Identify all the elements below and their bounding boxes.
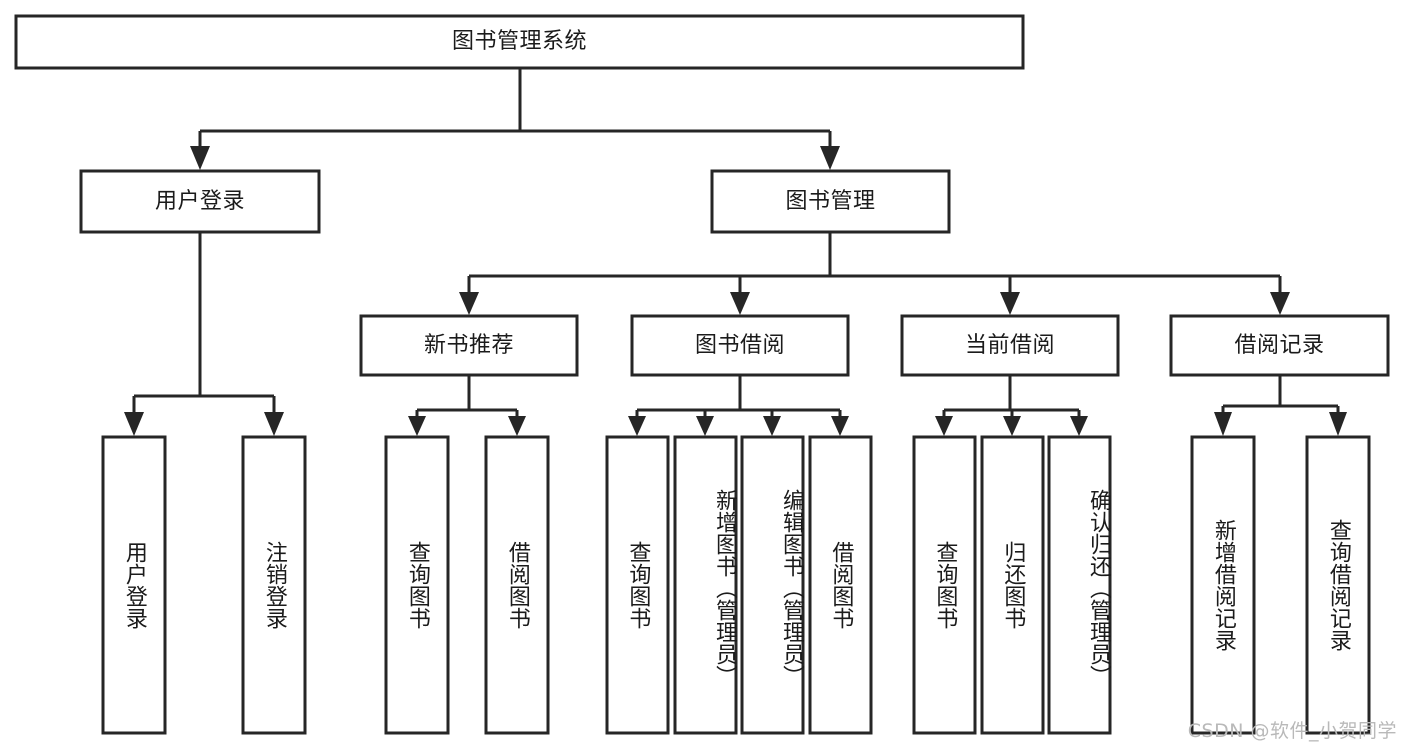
arrow-head-borrow-record <box>1270 292 1290 315</box>
node-box-leaf-borrow-book-1[interactable] <box>484 435 550 735</box>
connector-group-book-borrow <box>628 375 849 436</box>
arrow-head-leaf-user-login <box>124 412 144 436</box>
connector-group-root <box>190 68 840 170</box>
node-box-leaf-user-logout[interactable] <box>241 435 307 735</box>
arrow-head-new-book-recommend <box>459 292 479 315</box>
node-box-leaf-query-borrow-record[interactable] <box>1305 435 1371 735</box>
node-box-leaf-query-book-1[interactable] <box>384 435 450 735</box>
arrow-head-leaf-return-book <box>1003 416 1021 436</box>
arrow-head-leaf-query-book-3 <box>935 416 953 436</box>
arrow-head-user-login <box>190 146 210 170</box>
node-box-leaf-borrow-book-2[interactable] <box>808 435 873 735</box>
connector-group-current-borrow <box>935 375 1088 436</box>
node-box-leaf-add-borrow-record[interactable] <box>1190 435 1256 735</box>
node-box-borrow-record[interactable] <box>1169 314 1390 377</box>
arrow-head-leaf-add-borrow-record <box>1214 412 1232 436</box>
arrow-head-book-borrow <box>730 292 750 315</box>
node-box-leaf-add-book-admin[interactable] <box>673 435 738 735</box>
arrow-head-leaf-user-logout <box>264 412 284 436</box>
node-box-current-borrow[interactable] <box>900 314 1120 377</box>
arrow-head-leaf-borrow-book-1 <box>508 416 526 436</box>
connector-group-book-management <box>459 232 1290 315</box>
csdn-watermark: CSDN @软件_小贺同学 <box>1187 720 1397 742</box>
node-box-root[interactable] <box>14 14 1025 70</box>
arrow-head-current-borrow <box>1000 292 1020 315</box>
connector-group-borrow-record <box>1214 375 1347 436</box>
node-box-leaf-return-book[interactable] <box>980 435 1045 735</box>
arrow-head-leaf-borrow-book-2 <box>831 416 849 436</box>
node-box-leaf-edit-book-admin[interactable] <box>740 435 805 735</box>
arrow-head-leaf-confirm-return-admin <box>1070 416 1088 436</box>
node-box-leaf-confirm-return-admin[interactable] <box>1047 435 1112 735</box>
arrow-head-leaf-edit-book-admin <box>763 416 781 436</box>
node-box-leaf-query-book-3[interactable] <box>912 435 977 735</box>
arrow-head-leaf-query-book-1 <box>408 416 426 436</box>
node-box-leaf-query-book-2[interactable] <box>605 435 670 735</box>
node-box-leaf-user-login[interactable] <box>101 435 167 735</box>
arrow-head-book-management <box>820 146 840 170</box>
connector-group-new-book-recommend <box>408 375 526 436</box>
arrow-head-leaf-query-book-2 <box>628 416 646 436</box>
arrow-head-leaf-add-book-admin <box>696 416 714 436</box>
node-box-new-book-recommend[interactable] <box>359 314 579 377</box>
node-box-book-management[interactable] <box>710 169 951 234</box>
node-box-book-borrow[interactable] <box>630 314 850 377</box>
connector-group-user-login <box>124 232 284 436</box>
arrow-head-leaf-query-borrow-record <box>1329 412 1347 436</box>
node-box-user-login[interactable] <box>79 169 321 234</box>
